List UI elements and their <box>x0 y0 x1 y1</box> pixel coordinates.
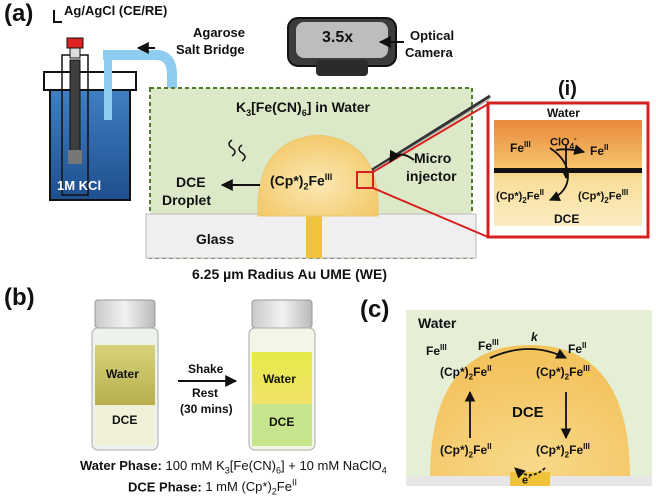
dce-droplet <box>257 134 379 217</box>
vial-before <box>91 299 159 451</box>
c-water: Water <box>418 315 457 331</box>
interface-highlight <box>356 171 374 189</box>
c-cp-fe3-bot: (Cp*)2FeIII <box>536 442 590 460</box>
dce-droplet-label-2: Droplet <box>162 192 211 208</box>
electrode-label: Ag/AgCl (CE/RE) <box>64 3 168 18</box>
kcl-label: 1M KCl <box>57 178 102 193</box>
electrode-cap <box>66 37 84 49</box>
vial-after-water: Water <box>263 372 296 386</box>
water-solution-suffix: ] in Water <box>306 99 370 115</box>
dce-region <box>430 345 630 478</box>
c-fe2: FeII <box>568 341 587 356</box>
water-phase-line: Water Phase: 100 mM K3[Fe(CN)6] + 10 mM … <box>80 458 387 476</box>
ag-agcl-electrode <box>69 59 81 161</box>
dce-phase-line: DCE Phase: 1 mM (Cp*)2FeII <box>128 478 297 497</box>
c-electron: e- <box>522 472 531 487</box>
micro-injector-label-1: Micro <box>414 150 452 166</box>
dce-phase-title: DCE Phase: <box>128 479 202 495</box>
inset-label: (i) <box>558 78 577 100</box>
camera-label-2: Camera <box>405 45 453 60</box>
c-fe3-bulk: FeIII <box>426 343 447 358</box>
camera-zoom: 3.5x <box>322 29 354 46</box>
inset-fe2: FeII <box>590 143 609 158</box>
water-phase-title: Water Phase: <box>80 458 162 473</box>
c-k: k <box>531 330 538 344</box>
droplet-complex: (Cp*)2FeIII <box>270 172 333 192</box>
dce-droplet-label-1: DCE <box>176 174 206 190</box>
vial-before-dce: DCE <box>112 413 138 427</box>
salt-bridge-label-1: Agarose <box>193 25 246 40</box>
electrode-arrow <box>53 10 62 23</box>
inset-cp-fe3: (Cp*)2FeIII <box>578 188 629 205</box>
vial-after <box>248 299 316 451</box>
shake-label: Shake <box>188 362 224 376</box>
c-cp-fe3-top: (Cp*)2FeIII <box>536 364 590 382</box>
inset-cp-fe2: (Cp*)2FeII <box>496 188 545 205</box>
water-solution-label: K3[Fe(CN)6] in Water <box>236 99 370 118</box>
salt-bridge <box>103 50 177 150</box>
vial-after-dce: DCE <box>269 415 295 429</box>
c-cp-fe2-bot: (Cp*)2FeII <box>440 442 492 460</box>
inset-dce: DCE <box>554 212 580 226</box>
c-dce: DCE <box>512 404 544 421</box>
camera-label-1: Optical <box>410 28 455 43</box>
inset-clo4: ClO4- <box>550 134 577 151</box>
water-solution-prefix: K <box>236 99 247 115</box>
au-ume <box>306 214 322 258</box>
k-arrow <box>489 348 567 359</box>
rest-label: Rest <box>192 386 219 400</box>
glass-label: Glass <box>196 231 235 247</box>
panel-c-label: (c) <box>360 296 390 323</box>
c-cp-fe2-top: (Cp*)2FeII <box>440 364 492 382</box>
inset-water: Water <box>547 106 580 120</box>
c-fe3: FeIII <box>478 338 499 353</box>
salt-bridge-label-2: Salt Bridge <box>176 42 245 57</box>
water-solution-mid: [Fe(CN) <box>251 99 302 115</box>
rest-time-label: (30 mins) <box>180 402 233 416</box>
micro-injector-label-2: injector <box>406 168 457 184</box>
kcl-beaker <box>49 89 131 201</box>
panel-b-label: (b) <box>4 284 35 311</box>
panel-a-label: (a) <box>4 0 34 27</box>
vial-before-water: Water <box>106 367 139 381</box>
water-phase-text: 100 mM K3[Fe(CN)6] + 10 mM NaClO4 <box>165 458 387 476</box>
dce-phase-text: 1 mM (Cp*)2FeII <box>205 478 297 497</box>
inset-fe3: FeIII <box>510 140 531 155</box>
ume-label: 6.25 µm Radius Au UME (WE) <box>192 266 388 282</box>
